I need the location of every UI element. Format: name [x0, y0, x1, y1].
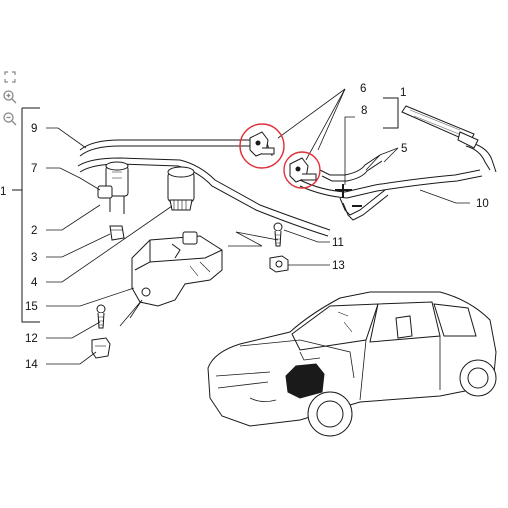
grommet	[109, 225, 125, 241]
screw-11	[273, 222, 283, 247]
callout-14: 14	[25, 359, 38, 371]
reset-view-icon[interactable]	[0, 68, 20, 86]
group-bracket-left	[21, 107, 40, 323]
car-illustration	[207, 291, 497, 437]
highlight-ring-upper-nozzle	[239, 123, 285, 169]
car-reservoir-location	[285, 363, 325, 399]
callout-5: 5	[401, 143, 407, 155]
washer-hoses	[77, 139, 497, 237]
leader-lines	[46, 88, 470, 365]
callout-10: 10	[476, 198, 489, 210]
highlight-ring-lower-nozzle	[283, 151, 321, 189]
jet-nozzle-upper	[249, 131, 275, 157]
callout-13: 13	[332, 260, 345, 272]
callout-2: 2	[31, 225, 37, 237]
washer-pump	[97, 161, 129, 214]
t-connector	[335, 184, 352, 198]
zoom-in-icon[interactable]	[0, 88, 20, 106]
group-bracket-right	[383, 97, 399, 129]
callout-1-left: 1	[0, 186, 6, 198]
callout-1-right: 1	[400, 87, 406, 99]
zoom-out-icon[interactable]	[0, 110, 20, 128]
callout-9: 9	[31, 123, 37, 135]
jet-nozzle-lower	[289, 157, 317, 183]
callout-15: 15	[25, 301, 38, 313]
callout-6: 6	[360, 83, 366, 95]
callout-11: 11	[332, 237, 344, 249]
clip-14	[91, 337, 111, 359]
nut-13	[269, 255, 289, 273]
pump-filter	[167, 166, 195, 211]
callout-8: 8	[361, 105, 367, 117]
callout-7: 7	[31, 163, 37, 175]
washer-reservoir	[131, 231, 223, 307]
callout-12: 12	[25, 333, 38, 345]
callout-3: 3	[31, 252, 37, 264]
screw-12	[96, 304, 106, 329]
wiper-arm	[401, 105, 479, 149]
callout-4: 4	[31, 277, 38, 289]
